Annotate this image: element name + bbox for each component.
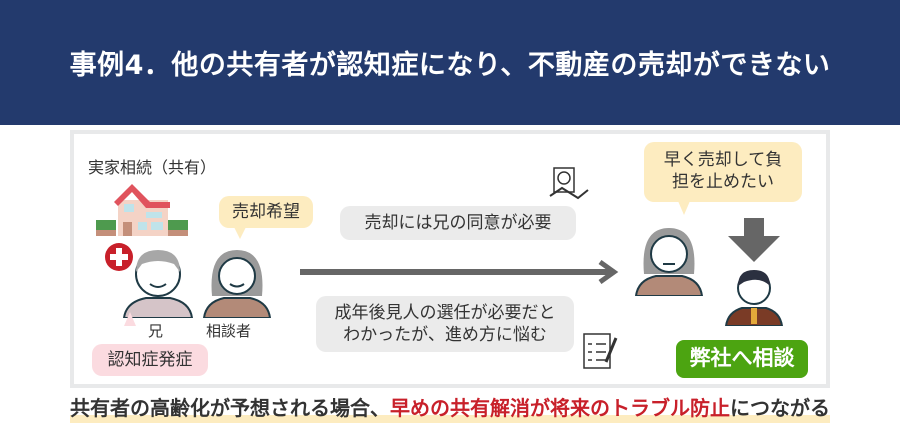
bubble-tail — [234, 227, 246, 239]
header-banner: 事例4．他の共有者が認知症になり、不動産の売却ができない — [0, 0, 900, 125]
sale-wish-bubble: 売却希望 — [219, 196, 313, 228]
footer-message: 共有者の高齢化が予想される場合、早めの共有解消が将来のトラブル防止につながる — [20, 392, 880, 423]
handshake-contract-icon — [549, 167, 589, 200]
medical-cross-icon — [105, 243, 133, 271]
worried-consultant-avatar — [634, 228, 704, 296]
guardian-note: 成年後見人の選任が必要だと わかったが、進め方に悩む — [316, 296, 574, 352]
guardian-note-line2: わかったが、進め方に悩む — [343, 325, 547, 345]
consult-us-button[interactable]: 弊社へ相談 — [676, 340, 808, 378]
footer-text-highlight: 早めの共有解消が将来のトラブル防止 — [390, 396, 730, 420]
bubble-tail — [678, 201, 690, 215]
brother-label: 兄 — [148, 322, 164, 340]
consent-note: 売却には兄の同意が必要 — [340, 206, 576, 240]
down-arrow-icon — [728, 218, 780, 262]
footer-text-before: 共有者の高齢化が予想される場合、 — [70, 396, 390, 420]
checklist-icon — [583, 333, 618, 369]
want-sell-line1: 早く売却して負 — [663, 150, 783, 170]
brother-avatar — [122, 250, 194, 318]
staff-avatar — [724, 270, 784, 326]
want-sell-line2: 担を止めたい — [672, 172, 774, 192]
page-title: 事例4．他の共有者が認知症になり、不動産の売却ができない — [69, 50, 831, 81]
consultant-avatar — [202, 250, 272, 318]
dementia-bubble: 認知症発症 — [92, 344, 208, 376]
bubble-tail — [124, 312, 136, 326]
consultant-label: 相談者 — [206, 322, 252, 340]
diagram-panel: 実家相続（共有） 兄 売却希望 相談者 認知症発症 売却には兄の同意が必要 — [70, 130, 830, 388]
house-icon — [96, 184, 188, 236]
section-title: 実家相続（共有） — [88, 158, 217, 177]
footer-text-after: につながる — [730, 396, 830, 420]
want-sell-bubble: 早く売却して負 担を止めたい — [644, 142, 802, 202]
guardian-note-line1: 成年後見人の選任が必要だと — [334, 303, 556, 323]
right-arrow-icon — [300, 260, 619, 284]
